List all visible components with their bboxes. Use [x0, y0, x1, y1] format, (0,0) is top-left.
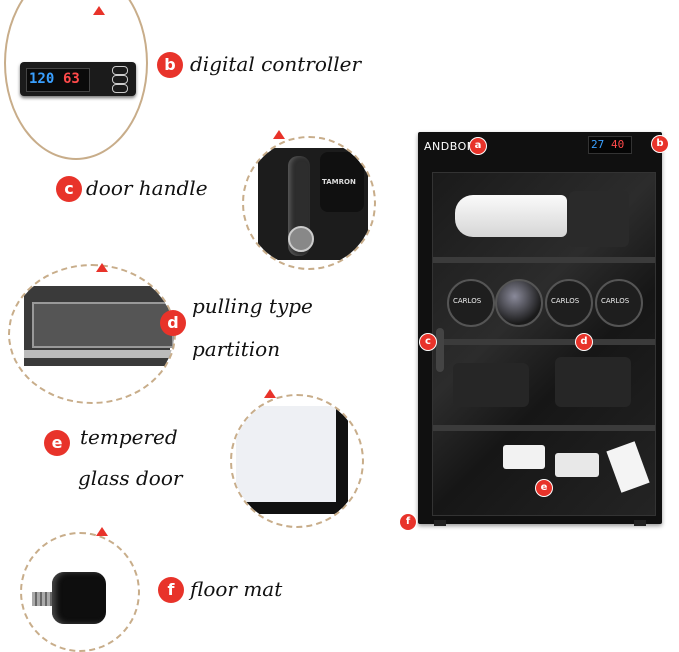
label-floor-mat: floor mat [190, 577, 283, 601]
badge-f: f [158, 577, 184, 603]
shelf-3 [433, 425, 655, 431]
cabinet-glass-door: CARLOS CARLOS CARLOS [432, 172, 656, 516]
handle-lens-brand: TAMRON [322, 178, 356, 186]
cabinet-display-temp: 27 [591, 138, 605, 151]
lens-3: CARLOS [545, 279, 593, 327]
cabinet-display-humidity: 40 [611, 138, 625, 151]
controller-humidity: 63 [63, 71, 80, 87]
marker-triangle [264, 389, 276, 398]
lens-2 [495, 279, 543, 327]
partition-rail [24, 350, 174, 358]
dry-cabinet: ANDBON a 27 40 b CARLOS CARLOS CARLOS c [418, 132, 668, 526]
glass-door-frame [236, 406, 348, 514]
cabinet-handle [436, 328, 444, 372]
shelf-1 [433, 257, 655, 263]
badge-b: b [157, 52, 183, 78]
badge-d-cabinet: d [576, 334, 592, 350]
cabinet-display: 27 40 [588, 136, 632, 154]
controller-temp: 120 [29, 71, 55, 87]
camera-1 [453, 363, 529, 407]
telephoto-lens [455, 195, 567, 237]
badge-c-cabinet: c [420, 334, 436, 350]
label-pulling-type: pulling type [192, 294, 313, 318]
label-glass-door: glass door [78, 466, 183, 490]
lens-1-brand: CARLOS [453, 297, 482, 305]
camera-2 [555, 357, 631, 407]
cabinet-foot-right [634, 520, 646, 526]
marker-triangle [96, 527, 108, 536]
camera-body-top [569, 191, 629, 247]
partition-closeup [8, 264, 176, 404]
lens-4: CARLOS [595, 279, 643, 327]
hygrometer-card [606, 441, 650, 493]
controller-button-3 [112, 84, 128, 93]
label-door-handle: door handle [86, 176, 208, 200]
partition-tray [32, 302, 174, 348]
lens-4-brand: CARLOS [601, 297, 630, 305]
controller-button-1 [112, 66, 128, 75]
controller-button-2 [112, 75, 128, 84]
cabinet-brand: ANDBON [424, 140, 476, 153]
lens-1: CARLOS [447, 279, 495, 327]
cabinet-foot-left [434, 520, 446, 526]
floor-mat-screw [32, 592, 58, 606]
label-digital-controller: digital controller [190, 52, 362, 76]
controller-closeup: 120 63 [4, 0, 148, 160]
handle-lock [288, 226, 314, 252]
shelf-2 [433, 339, 655, 345]
badge-e-cabinet: e [536, 480, 552, 496]
marker-triangle [93, 6, 105, 15]
badge-a: a [470, 138, 486, 154]
accessory-1 [503, 445, 545, 469]
glass-door-closeup [230, 394, 364, 528]
badge-d: d [160, 310, 186, 336]
badge-e: e [44, 430, 70, 456]
door-handle-closeup: TAMRON [242, 136, 376, 270]
floor-mat-closeup [20, 532, 140, 652]
marker-triangle [96, 263, 108, 272]
label-partition: partition [192, 337, 281, 361]
controller-panel: 120 63 [20, 62, 136, 96]
badge-f-cabinet: f [400, 514, 416, 530]
lens-3-brand: CARLOS [551, 297, 580, 305]
badge-c: c [56, 176, 82, 202]
badge-b-cabinet: b [652, 136, 668, 152]
marker-triangle [273, 130, 285, 139]
label-tempered: tempered [80, 425, 178, 449]
controller-screen: 120 63 [26, 68, 90, 92]
floor-mat-rubber [52, 572, 106, 624]
accessory-2 [555, 453, 599, 477]
handle-lens: TAMRON [320, 152, 364, 212]
